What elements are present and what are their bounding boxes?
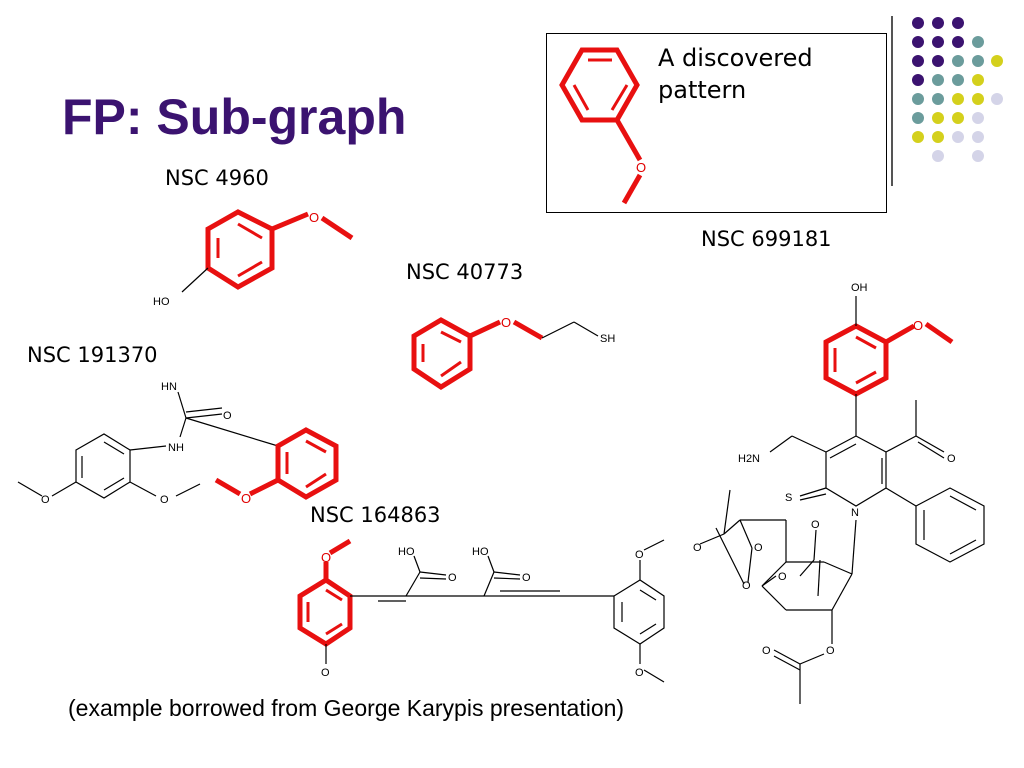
atom-h2n: H2N <box>738 453 760 465</box>
molecule-nsc191370-left <box>17 391 279 499</box>
atom-o: O <box>223 410 232 422</box>
dot-row-5 <box>912 93 1003 105</box>
atom-o: O <box>754 542 763 554</box>
compound-label-nsc191370: NSC 191370 <box>27 343 158 367</box>
dot-row-6 <box>912 112 984 124</box>
molecule-nsc699181-body <box>699 296 985 704</box>
dot-row-7 <box>912 131 984 143</box>
atom-o: O <box>321 667 330 679</box>
compound-label-nsc4960: NSC 4960 <box>165 166 269 190</box>
atom-o: O <box>742 580 751 592</box>
atom-nh: NH <box>168 442 184 454</box>
molecule-nsc40773 <box>411 317 544 390</box>
caption: (example borrowed from George Karypis pr… <box>68 695 625 721</box>
dot-row-8 <box>932 150 984 162</box>
atom-o: O <box>321 550 331 565</box>
dot-row-4 <box>912 74 984 86</box>
atom-oh: OH <box>851 282 868 294</box>
atom-o: O <box>826 645 835 657</box>
atom-s: S <box>785 492 792 504</box>
atom-hn: HN <box>161 381 177 393</box>
pattern-molecule <box>559 47 643 205</box>
pattern-box <box>546 33 887 213</box>
compound-label-nsc164863: NSC 164863 <box>310 503 441 527</box>
molecule-nsc699181-phenol-ring <box>823 321 954 397</box>
molecule-nsc191370-right <box>214 427 339 500</box>
page-title: FP: Sub-graph <box>62 89 407 145</box>
compound-label-nsc699181: NSC 699181 <box>701 227 832 251</box>
atom-o: O <box>241 491 251 506</box>
dot-row-3 <box>912 55 1003 67</box>
atom-o: O <box>693 542 702 554</box>
atom-o: O <box>635 549 644 561</box>
atom-o: O <box>448 572 457 584</box>
atom-o: O <box>501 315 511 330</box>
atom-o: O <box>309 210 319 225</box>
molecule-nsc4960 <box>205 209 354 290</box>
atom-o: O <box>522 572 531 584</box>
dot-row-2 <box>912 36 984 48</box>
atom-o: O <box>762 645 771 657</box>
atom-o: O <box>947 453 956 465</box>
atom-o: O <box>778 571 787 583</box>
dot-row-1 <box>912 17 964 29</box>
compound-label-nsc40773: NSC 40773 <box>406 260 524 284</box>
atom-o: O <box>636 160 646 175</box>
atom-o: O <box>811 519 820 531</box>
atom-ho: HO <box>398 546 415 558</box>
atom-sh: SH <box>600 333 615 345</box>
pattern-label: A discovered pattern <box>658 44 813 104</box>
atom-ho: HO <box>153 296 170 308</box>
atom-o: O <box>635 667 644 679</box>
molecule-nsc164863-chain <box>325 539 665 683</box>
atom-n: N <box>851 507 859 519</box>
atom-ho: HO <box>472 546 489 558</box>
atom-o: O <box>913 318 923 333</box>
atom-o: O <box>160 494 169 506</box>
divider-line <box>891 16 893 186</box>
atom-o: O <box>41 494 50 506</box>
molecule-nsc164863-left-ring <box>297 538 353 647</box>
